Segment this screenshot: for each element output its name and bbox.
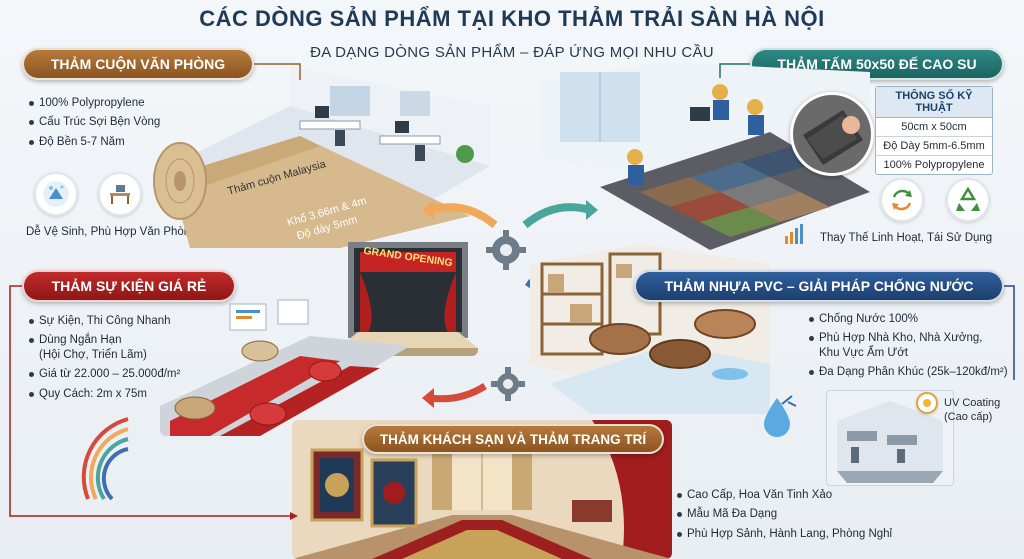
tile-carpet-label: THẢM TẤM 50x50 ĐẾ CAO SU bbox=[750, 48, 1004, 80]
stage-scene bbox=[338, 236, 478, 356]
spec-row: 50cm x 50cm bbox=[876, 118, 992, 137]
gear-icon bbox=[482, 226, 530, 274]
pvc-feature-list: Chống Nước 100% Phù Hợp Nhà Kho, Nhà Xưở… bbox=[808, 312, 1014, 385]
page-subtitle: ĐA DẠNG DÒNG SẢN PHẨM – ĐÁP ỨNG MỌI NHU … bbox=[310, 44, 714, 61]
list-item: Chống Nước 100% bbox=[808, 312, 1014, 326]
uv-coating-text: UV Coating (Cao cấp) bbox=[944, 397, 1001, 424]
list-item: Phù Hợp Nhà Kho, Nhà Xưởng, Khu Vực Ẩm Ư… bbox=[808, 331, 1014, 360]
arrow-icon bbox=[420, 190, 500, 230]
office-caption: Dễ Vệ Sinh, Phù Hợp Văn Phòng bbox=[26, 226, 197, 238]
office-feature-list: 100% Polypropylene Cấu Trúc Sợi Bện Vòng… bbox=[28, 96, 178, 154]
swap-arrows-icon bbox=[880, 178, 924, 222]
spec-header: THÔNG SỐ KỸ THUẬT bbox=[876, 87, 992, 118]
water-drop-icon bbox=[752, 392, 802, 442]
hotel-carpet-label: THẢM KHÁCH SẠN VÀ THẢM TRANG TRÍ bbox=[362, 424, 664, 454]
tile-caption: Thay Thế Linh Hoạt, Tái Sử Dụng bbox=[820, 232, 993, 244]
list-item: Cao Cấp, Hoa Văn Tinh Xảo bbox=[676, 488, 906, 502]
arrow-icon bbox=[520, 190, 600, 230]
spec-row: Độ Dày 5mm-6.5mm bbox=[876, 137, 992, 156]
office-desk-icon bbox=[98, 172, 142, 216]
uv-sun-icon bbox=[916, 392, 938, 414]
hotel-feature-list: Cao Cấp, Hoa Văn Tinh Xảo Mẫu Mã Đa Dạng… bbox=[676, 488, 906, 546]
cleaning-icon bbox=[34, 172, 78, 216]
page-title: CÁC DÒNG SẢN PHẨM TẠI KHO THẢM TRẢI SÀN … bbox=[199, 6, 825, 31]
list-item: Mẫu Mã Đa Dạng bbox=[676, 507, 906, 521]
gear-icon bbox=[488, 364, 528, 404]
list-item: Cấu Trúc Sợi Bện Vòng bbox=[28, 115, 178, 129]
recycle-icon bbox=[946, 178, 990, 222]
arrow-icon bbox=[420, 380, 490, 410]
bar-chart-icon bbox=[784, 222, 808, 244]
arc-decoration bbox=[58, 414, 138, 504]
office-scene bbox=[150, 66, 490, 248]
spec-row: 100% Polypropylene bbox=[883, 159, 985, 171]
list-item: Đa Dạng Phân Khúc (25k–120kđ/m²) bbox=[808, 365, 1014, 379]
list-item: 100% Polypropylene bbox=[28, 96, 178, 110]
tile-spec-table: THÔNG SỐ KỸ THUẬT 50cm x 50cm Độ Dày 5mm… bbox=[875, 86, 993, 175]
list-item: Độ Bền 5-7 Năm bbox=[28, 135, 178, 149]
office-carpet-label: THẢM CUỘN VĂN PHÒNG bbox=[22, 48, 254, 80]
list-item: Phù Hợp Sảnh, Hành Lang, Phòng Nghỉ bbox=[676, 527, 906, 541]
pvc-carpet-label: THẢM NHỰA PVC – GIẢI PHÁP CHỐNG NƯỚC bbox=[634, 270, 1004, 302]
event-scene bbox=[160, 296, 410, 436]
tile-closeup-image bbox=[790, 92, 874, 176]
